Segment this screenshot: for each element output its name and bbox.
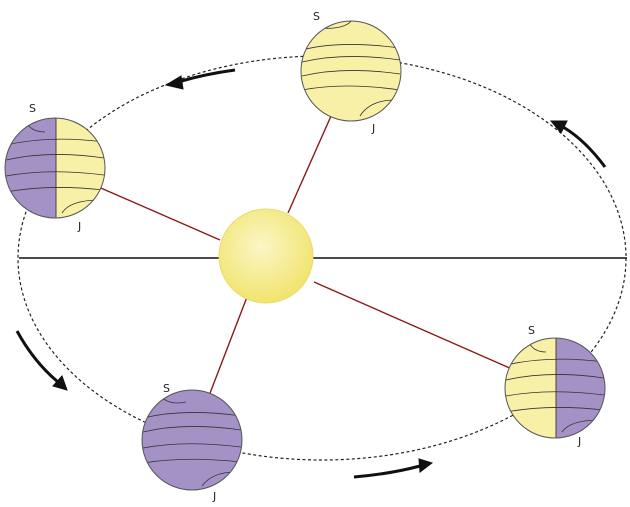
planet-right-north-label: S (528, 324, 535, 337)
planet-left-north-label: S (29, 102, 36, 115)
planet-bottom: S J (141, 382, 243, 503)
planet-right: S J (504, 324, 606, 448)
orbit-direction-arrow-icon (549, 120, 607, 168)
sun (218, 208, 314, 304)
planet-left: S J (4, 102, 106, 233)
planet-top: S J (300, 10, 402, 135)
planet-right-south-label: J (577, 435, 581, 448)
planet-bottom-north-label: S (163, 382, 170, 395)
orbit-direction-arrow-icon (164, 68, 236, 90)
planet-top-north-label: S (313, 10, 320, 23)
planet-left-south-label: J (77, 220, 81, 233)
orbit-direction-arrow-icon (15, 330, 68, 391)
planet-bottom-south-label: J (212, 490, 216, 503)
orbit-direction-arrow-icon (353, 458, 434, 479)
planet-top-south-label: J (371, 122, 375, 135)
